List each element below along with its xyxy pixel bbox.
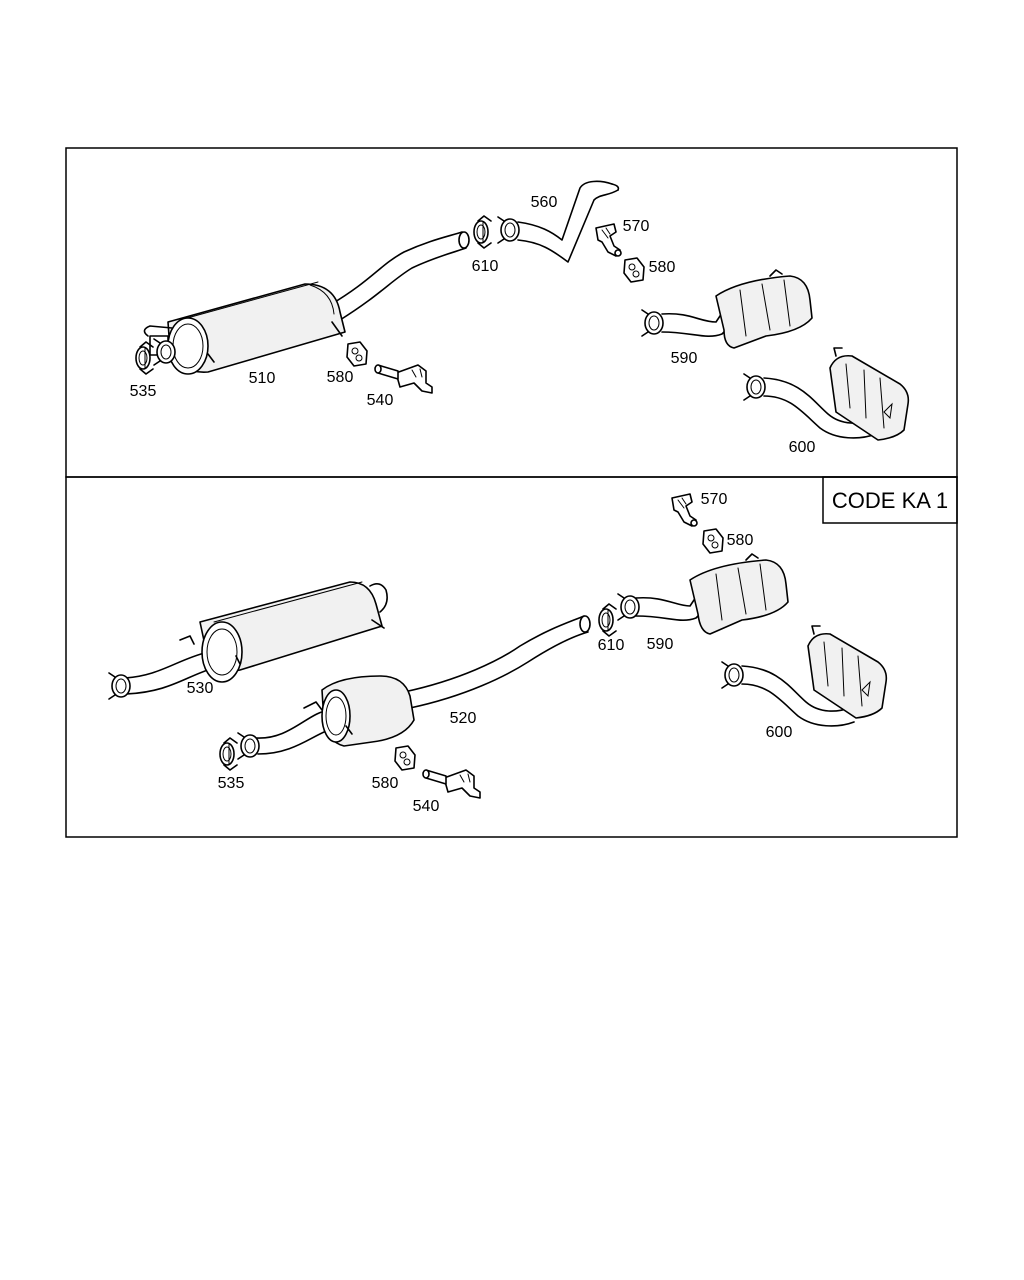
label-540-bottom: 540 [413,798,440,815]
bottom-panel-frame [65,476,958,838]
part-580-hanger [346,341,368,367]
part-590-muffler-bottom [617,553,789,635]
label-610-bottom: 610 [598,637,625,654]
code-label: CODE KA 1 [832,488,948,513]
part-580-hanger-bottom [394,745,416,771]
label-600: 600 [789,439,816,456]
part-600-muffler-bottom [721,625,888,727]
part-535-clamp-bottom [219,737,238,771]
label-530: 530 [187,680,214,697]
part-610-clamp [473,215,492,249]
label-580-bottom-upper: 580 [727,532,754,549]
part-540-bracket [374,364,433,394]
label-610: 610 [472,258,499,275]
part-520-muffler [237,615,591,760]
part-560-pipe [497,180,620,263]
label-590: 590 [671,350,698,367]
part-590-muffler [641,269,813,349]
label-570: 570 [623,218,650,235]
label-580-upper: 580 [649,259,676,276]
label-560: 560 [531,194,558,211]
label-580-bottom: 580 [372,775,399,792]
label-520: 520 [450,710,477,727]
part-610-clamp-bottom [598,603,617,637]
part-600-muffler [743,347,910,441]
label-510: 510 [249,370,276,387]
part-530-muffler [108,581,388,700]
part-570-bracket [595,223,622,257]
part-580-hanger-bottom-upper [702,528,724,554]
label-580: 580 [327,369,354,386]
label-570-bottom: 570 [701,491,728,508]
part-570-bracket-bottom [671,493,698,527]
code-box [822,476,958,524]
part-580-hanger-upper [623,257,645,283]
part-540-bracket-bottom [422,769,481,799]
label-535: 535 [130,383,157,400]
label-590-bottom: 590 [647,636,674,653]
bottom-panel: 530 520 535 580 540 610 590 570 580 600 [108,491,888,815]
label-600-bottom: 600 [766,724,793,741]
label-535-bottom: 535 [218,775,245,792]
top-panel: 535 510 580 540 610 560 570 580 590 600 [130,180,910,456]
part-510-muffler [143,231,470,375]
label-540: 540 [367,392,394,409]
